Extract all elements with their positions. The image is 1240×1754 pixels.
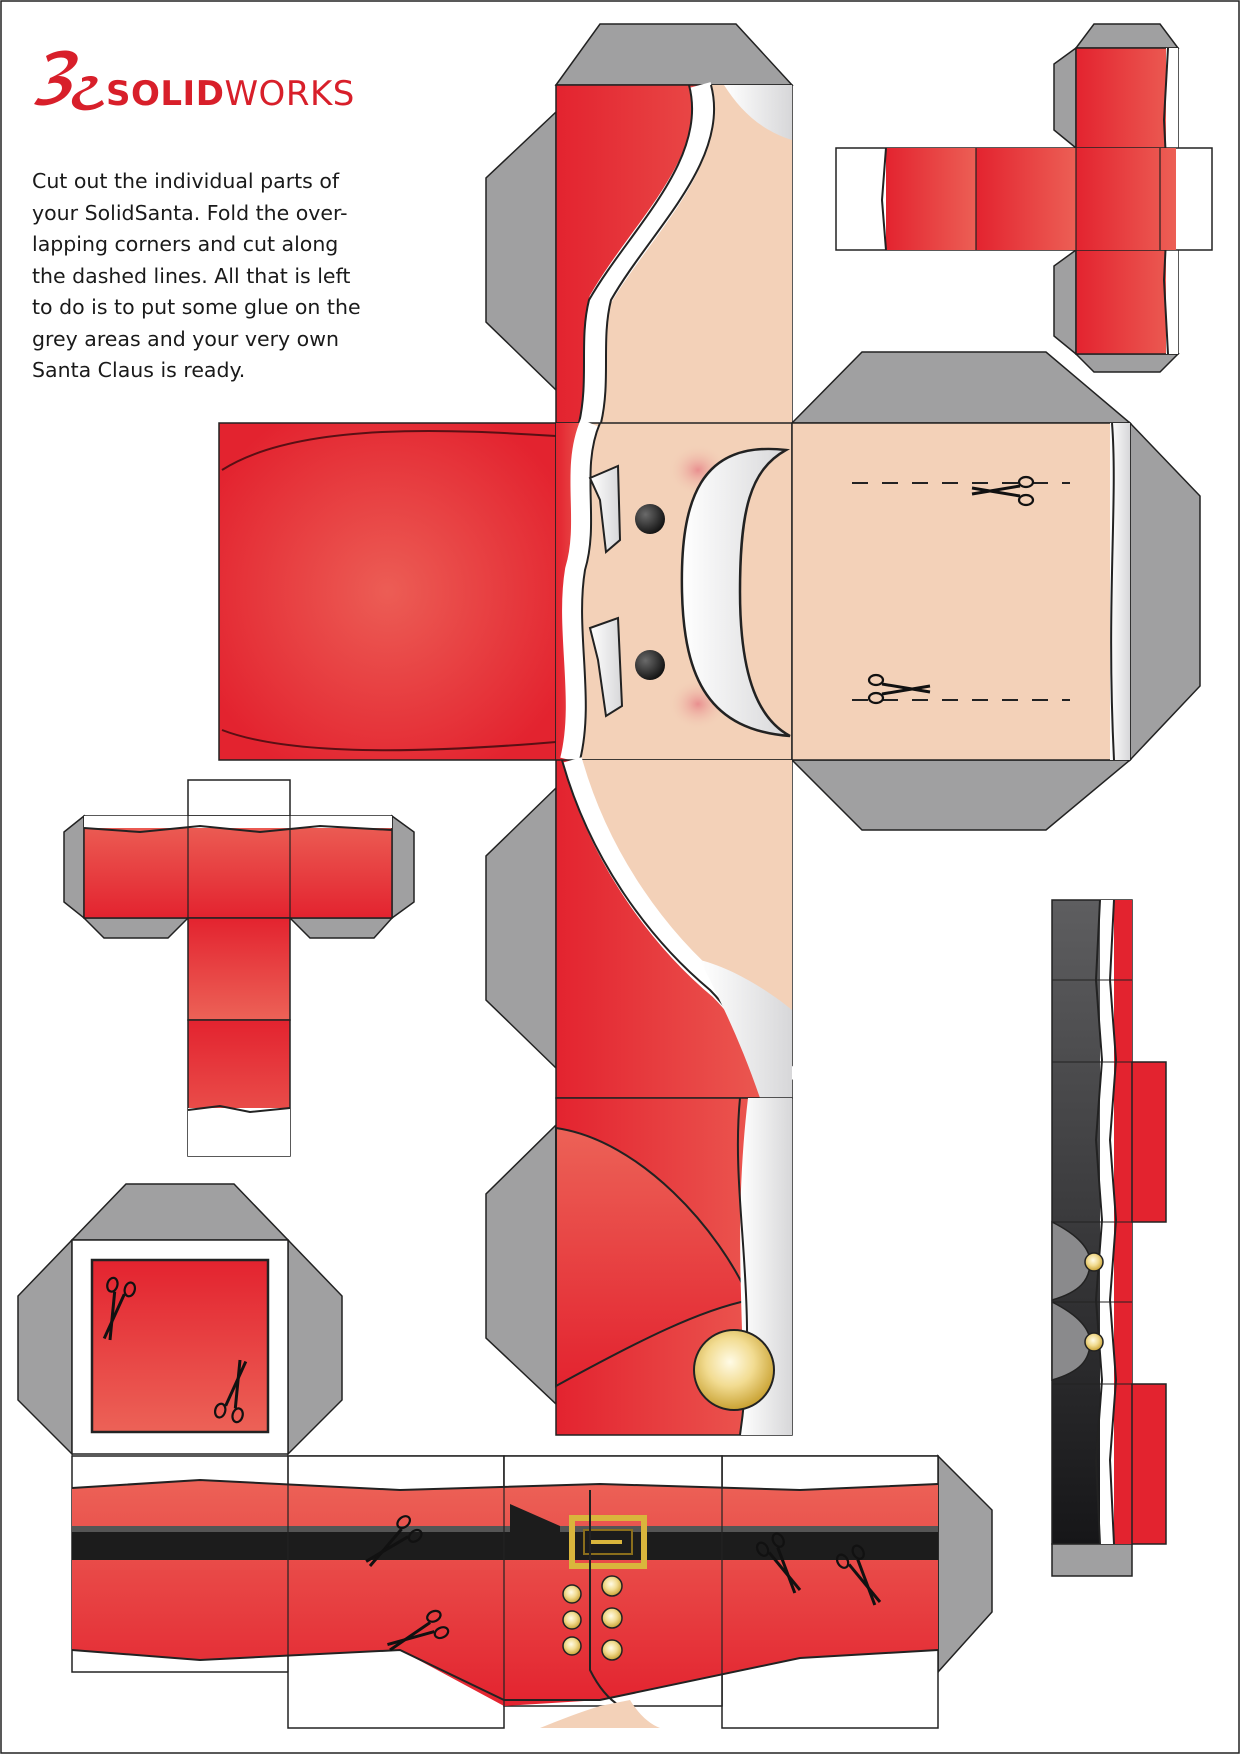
hat-top-panel [218, 422, 557, 761]
santa-back-panel [555, 82, 793, 426]
santa-lower-panel [555, 1097, 793, 1436]
brand-name-light: WORKS [224, 74, 355, 114]
instruction-line: the dashed lines. All that is left [32, 263, 351, 288]
brand-wordmark: SOLIDWORKS [106, 74, 355, 114]
button-icon [1084, 1252, 1104, 1272]
instruction-line: lapping corners and cut along [32, 232, 339, 256]
hat-base-piece [17, 1183, 343, 1456]
santa-beard-panel [555, 757, 799, 1099]
santa-face-panel [555, 419, 793, 763]
eye-icon [635, 504, 665, 534]
dassault-systemes-3ds-icon [34, 50, 104, 111]
santa-side-panel [791, 422, 1131, 761]
eye-icon [635, 650, 665, 680]
arm-piece-left [63, 779, 415, 1157]
brand-name-bold: SOLID [106, 74, 225, 114]
button-icon [562, 1575, 623, 1661]
eyebrow [588, 464, 622, 554]
arm-piece-right [835, 23, 1213, 373]
instruction-line: your SolidSanta. Fold the over- [32, 200, 348, 225]
belt-strip-piece [71, 1454, 993, 1729]
glue-tabs-main [485, 23, 1201, 1406]
instruction-line: Santa Claus is ready. [32, 358, 246, 382]
instruction-line: grey areas and your very own [32, 326, 339, 351]
button-icon [1084, 1332, 1104, 1352]
solidworks-logo [32, 48, 332, 116]
instruction-line: to do is to put some glue on the [32, 295, 361, 319]
pompom-icon [693, 1329, 775, 1411]
belt-buckle-icon [569, 1515, 647, 1569]
instructions-text: Cut out the individual parts of your Sol… [32, 166, 392, 387]
mustache [680, 447, 791, 738]
leg-strip-piece [1051, 899, 1167, 1577]
instruction-line: Cut out the individual parts of [32, 169, 340, 193]
eyebrow [588, 616, 624, 718]
